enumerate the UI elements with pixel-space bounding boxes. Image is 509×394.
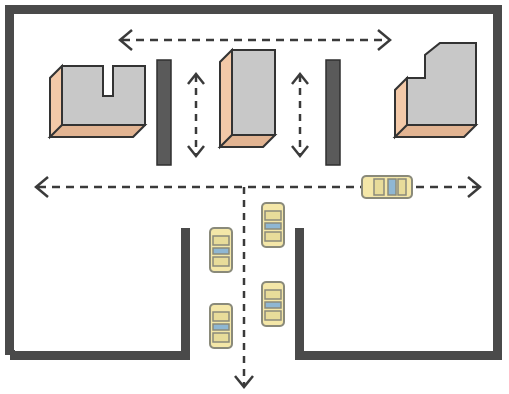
- arrow-head-far-left: [34, 176, 49, 198]
- car-icon: [261, 202, 285, 248]
- arrow-head-up-right: [291, 71, 309, 85]
- outer-wall-path: [5, 5, 502, 360]
- building-block-icon: [392, 42, 479, 140]
- arrow-head-left: [118, 29, 133, 51]
- outer-walls: [5, 5, 502, 360]
- outer-wall-left-bottom: [10, 228, 190, 360]
- vehicles: [209, 175, 413, 349]
- arrow-head-right: [377, 29, 392, 51]
- arrow-head-up-left: [187, 71, 205, 85]
- arrow-head-down-left: [187, 145, 205, 159]
- outer-wall-inner-edge-2: [15, 228, 181, 351]
- outer-wall-inner-edge: [14, 14, 493, 351]
- building-block-icon: [217, 47, 278, 150]
- building-block-icon: [47, 63, 148, 140]
- car-icon: [209, 303, 233, 349]
- arrow-head-far-right: [467, 176, 482, 198]
- arrow-head-down-right: [291, 145, 309, 159]
- partition-right: [325, 59, 341, 166]
- car-icon: [361, 175, 413, 199]
- arrow-head-exit-down: [234, 375, 254, 389]
- partition-left: [156, 59, 172, 166]
- car-icon: [209, 227, 233, 273]
- car-icon: [261, 281, 285, 327]
